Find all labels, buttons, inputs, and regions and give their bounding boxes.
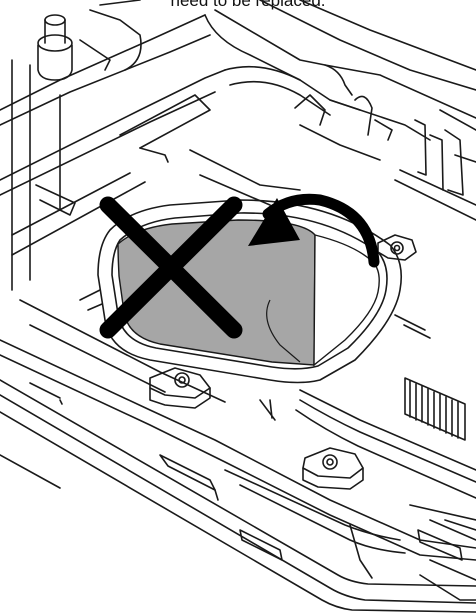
top-right-housing (189, 0, 476, 221)
side-port (417, 519, 476, 561)
screw-boss-center (302, 447, 364, 490)
top-connector (37, 9, 142, 81)
cross-icon (99, 196, 243, 339)
comb-connector (404, 377, 466, 441)
curved-arrow-icon (248, 193, 380, 268)
flex-cable (295, 389, 476, 499)
instruction-caption: need to be replaced. (170, 0, 326, 10)
screw-boss-left (149, 367, 211, 409)
housing-inner-walls (0, 299, 476, 601)
upper-frame-rails (0, 0, 361, 291)
housing-outer-rim (0, 379, 476, 613)
screw-boss-right (377, 234, 417, 261)
